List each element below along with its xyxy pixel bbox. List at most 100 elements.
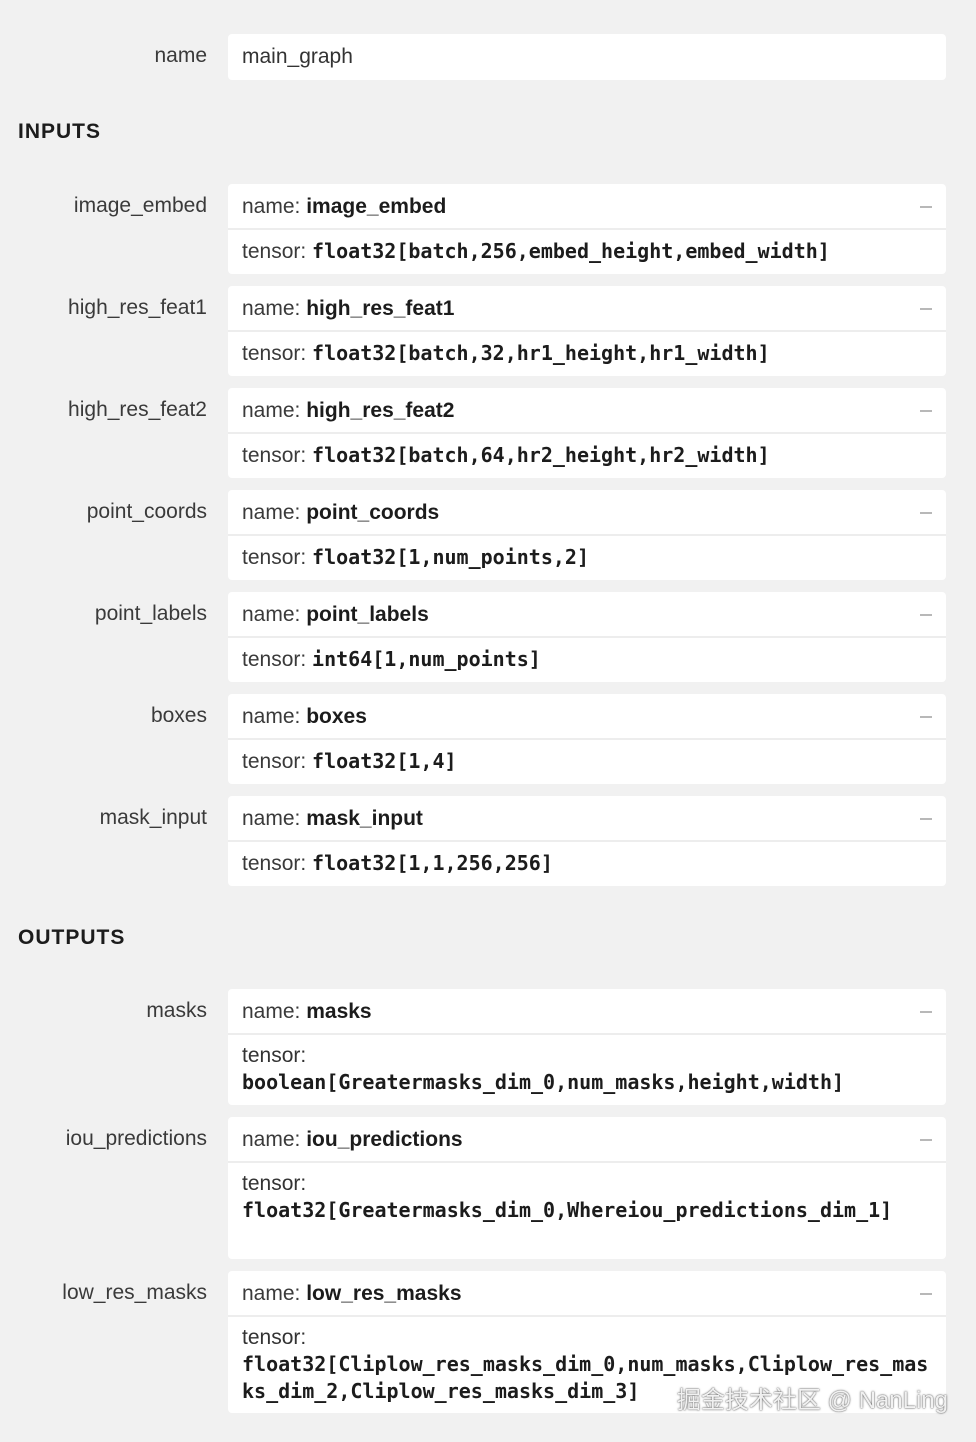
input-label: point_coords bbox=[86, 500, 207, 523]
output-card: name: low_res_masks tensor: float32[Clip… bbox=[228, 1271, 946, 1413]
tensor-key: tensor: bbox=[242, 444, 307, 467]
input-name-field: name: image_embed bbox=[242, 194, 936, 220]
input-card: name: mask_input tensor: float32[1,1,256… bbox=[228, 796, 946, 886]
tensor-key: tensor: bbox=[242, 1044, 307, 1067]
inputs-section-title: INPUTS bbox=[18, 120, 102, 143]
name-key: name: bbox=[242, 1000, 301, 1023]
card-divider bbox=[228, 840, 946, 842]
input-name-value: boxes bbox=[306, 705, 367, 728]
input-name-field: name: mask_input bbox=[242, 806, 936, 832]
input-name-value: image_embed bbox=[306, 195, 447, 218]
output-label: masks bbox=[146, 999, 207, 1022]
input-tensor-value: float32[1,1,256,256] bbox=[312, 851, 553, 875]
input-card: name: high_res_feat2 tensor: float32[bat… bbox=[228, 388, 946, 478]
tensor-key: tensor: bbox=[242, 1326, 307, 1349]
input-name-field: name: point_coords bbox=[242, 500, 936, 526]
tensor-key: tensor: bbox=[242, 648, 307, 671]
tensor-key: tensor: bbox=[242, 1172, 307, 1195]
collapse-icon[interactable] bbox=[920, 206, 932, 208]
name-key: name: bbox=[242, 297, 301, 320]
graph-name-value: main_graph bbox=[242, 45, 353, 68]
input-label: image_embed bbox=[73, 194, 207, 217]
input-label: point_labels bbox=[94, 602, 207, 625]
name-key: name: bbox=[242, 603, 301, 626]
tensor-key: tensor: bbox=[242, 852, 307, 875]
collapse-icon[interactable] bbox=[920, 1011, 932, 1013]
collapse-icon[interactable] bbox=[920, 1139, 932, 1141]
tensor-key: tensor: bbox=[242, 240, 307, 263]
name-key: name: bbox=[242, 501, 301, 524]
input-tensor-field: tensor: float32[batch,256,embed_height,e… bbox=[242, 238, 936, 265]
input-name-value: high_res_feat1 bbox=[306, 297, 455, 320]
card-divider bbox=[228, 432, 946, 434]
input-name-field: name: high_res_feat1 bbox=[242, 296, 936, 322]
input-card: name: point_labels tensor: int64[1,num_p… bbox=[228, 592, 946, 682]
input-card: name: image_embed tensor: float32[batch,… bbox=[228, 184, 946, 274]
card-divider bbox=[228, 1315, 946, 1317]
output-name-value: iou_predictions bbox=[306, 1128, 463, 1151]
card-divider bbox=[228, 330, 946, 332]
output-tensor-field: tensor: boolean[Greatermasks_dim_0,num_m… bbox=[242, 1043, 932, 1096]
input-tensor-value: float32[batch,256,embed_height,embed_wid… bbox=[312, 239, 830, 263]
output-name-field: name: iou_predictions bbox=[242, 1127, 936, 1153]
output-card: name: iou_predictions tensor: float32[Gr… bbox=[228, 1117, 946, 1259]
card-divider bbox=[228, 636, 946, 638]
input-name-field: name: boxes bbox=[242, 704, 936, 730]
input-name-field: name: high_res_feat2 bbox=[242, 398, 936, 424]
collapse-icon[interactable] bbox=[920, 818, 932, 820]
output-tensor-field: tensor: float32[Greatermasks_dim_0,Where… bbox=[242, 1171, 932, 1224]
input-tensor-value: int64[1,num_points] bbox=[312, 647, 541, 671]
input-label: high_res_feat2 bbox=[68, 398, 207, 421]
graph-name-label: name bbox=[154, 44, 207, 67]
name-key: name: bbox=[242, 1128, 301, 1151]
input-tensor-field: tensor: float32[1,1,256,256] bbox=[242, 850, 936, 877]
output-name-value: low_res_masks bbox=[306, 1282, 462, 1305]
collapse-icon[interactable] bbox=[920, 410, 932, 412]
input-tensor-value: float32[batch,32,hr1_height,hr1_width] bbox=[312, 341, 770, 365]
name-key: name: bbox=[242, 399, 301, 422]
input-name-value: point_labels bbox=[306, 603, 429, 626]
name-key: name: bbox=[242, 1282, 301, 1305]
input-label: high_res_feat1 bbox=[68, 296, 207, 319]
name-key: name: bbox=[242, 807, 301, 830]
tensor-key: tensor: bbox=[242, 342, 307, 365]
tensor-key: tensor: bbox=[242, 546, 307, 569]
output-label: iou_predictions bbox=[65, 1127, 207, 1150]
input-card: name: high_res_feat1 tensor: float32[bat… bbox=[228, 286, 946, 376]
input-card: name: boxes tensor: float32[1,4] bbox=[228, 694, 946, 784]
input-name-value: point_coords bbox=[306, 501, 440, 524]
output-tensor-value: boolean[Greatermasks_dim_0,num_masks,hei… bbox=[242, 1070, 845, 1094]
output-name-field: name: masks bbox=[242, 999, 936, 1025]
output-tensor-value: float32[Greatermasks_dim_0,Whereiou_pred… bbox=[242, 1198, 893, 1222]
collapse-icon[interactable] bbox=[920, 716, 932, 718]
output-name-value: masks bbox=[306, 1000, 372, 1023]
input-card: name: point_coords tensor: float32[1,num… bbox=[228, 490, 946, 580]
input-tensor-field: tensor: float32[1,num_points,2] bbox=[242, 544, 936, 571]
input-name-field: name: point_labels bbox=[242, 602, 936, 628]
card-divider bbox=[228, 534, 946, 536]
outputs-section-title: OUTPUTS bbox=[18, 926, 126, 949]
collapse-icon[interactable] bbox=[920, 512, 932, 514]
output-name-field: name: low_res_masks bbox=[242, 1281, 936, 1307]
output-tensor-value: float32[Cliplow_res_masks_dim_0,num_mask… bbox=[242, 1352, 929, 1403]
tensor-key: tensor: bbox=[242, 750, 307, 773]
output-label: low_res_masks bbox=[62, 1281, 207, 1304]
input-tensor-value: float32[batch,64,hr2_height,hr2_width] bbox=[312, 443, 770, 467]
output-card: name: masks tensor: boolean[Greatermasks… bbox=[228, 989, 946, 1105]
input-tensor-field: tensor: float32[batch,32,hr1_height,hr1_… bbox=[242, 340, 936, 367]
input-label: mask_input bbox=[99, 806, 207, 829]
input-tensor-value: float32[1,4] bbox=[312, 749, 457, 773]
input-name-value: mask_input bbox=[306, 807, 423, 830]
watermark: 掘金技术社区 @ NanLing bbox=[676, 1387, 948, 1414]
input-tensor-field: tensor: float32[1,4] bbox=[242, 748, 936, 775]
input-tensor-value: float32[1,num_points,2] bbox=[312, 545, 589, 569]
name-key: name: bbox=[242, 705, 301, 728]
graph-name-field[interactable]: main_graph bbox=[228, 34, 946, 80]
collapse-icon[interactable] bbox=[920, 308, 932, 310]
input-name-value: high_res_feat2 bbox=[306, 399, 455, 422]
card-divider bbox=[228, 738, 946, 740]
collapse-icon[interactable] bbox=[920, 614, 932, 616]
name-key: name: bbox=[242, 195, 301, 218]
card-divider bbox=[228, 1161, 946, 1163]
collapse-icon[interactable] bbox=[920, 1293, 932, 1295]
